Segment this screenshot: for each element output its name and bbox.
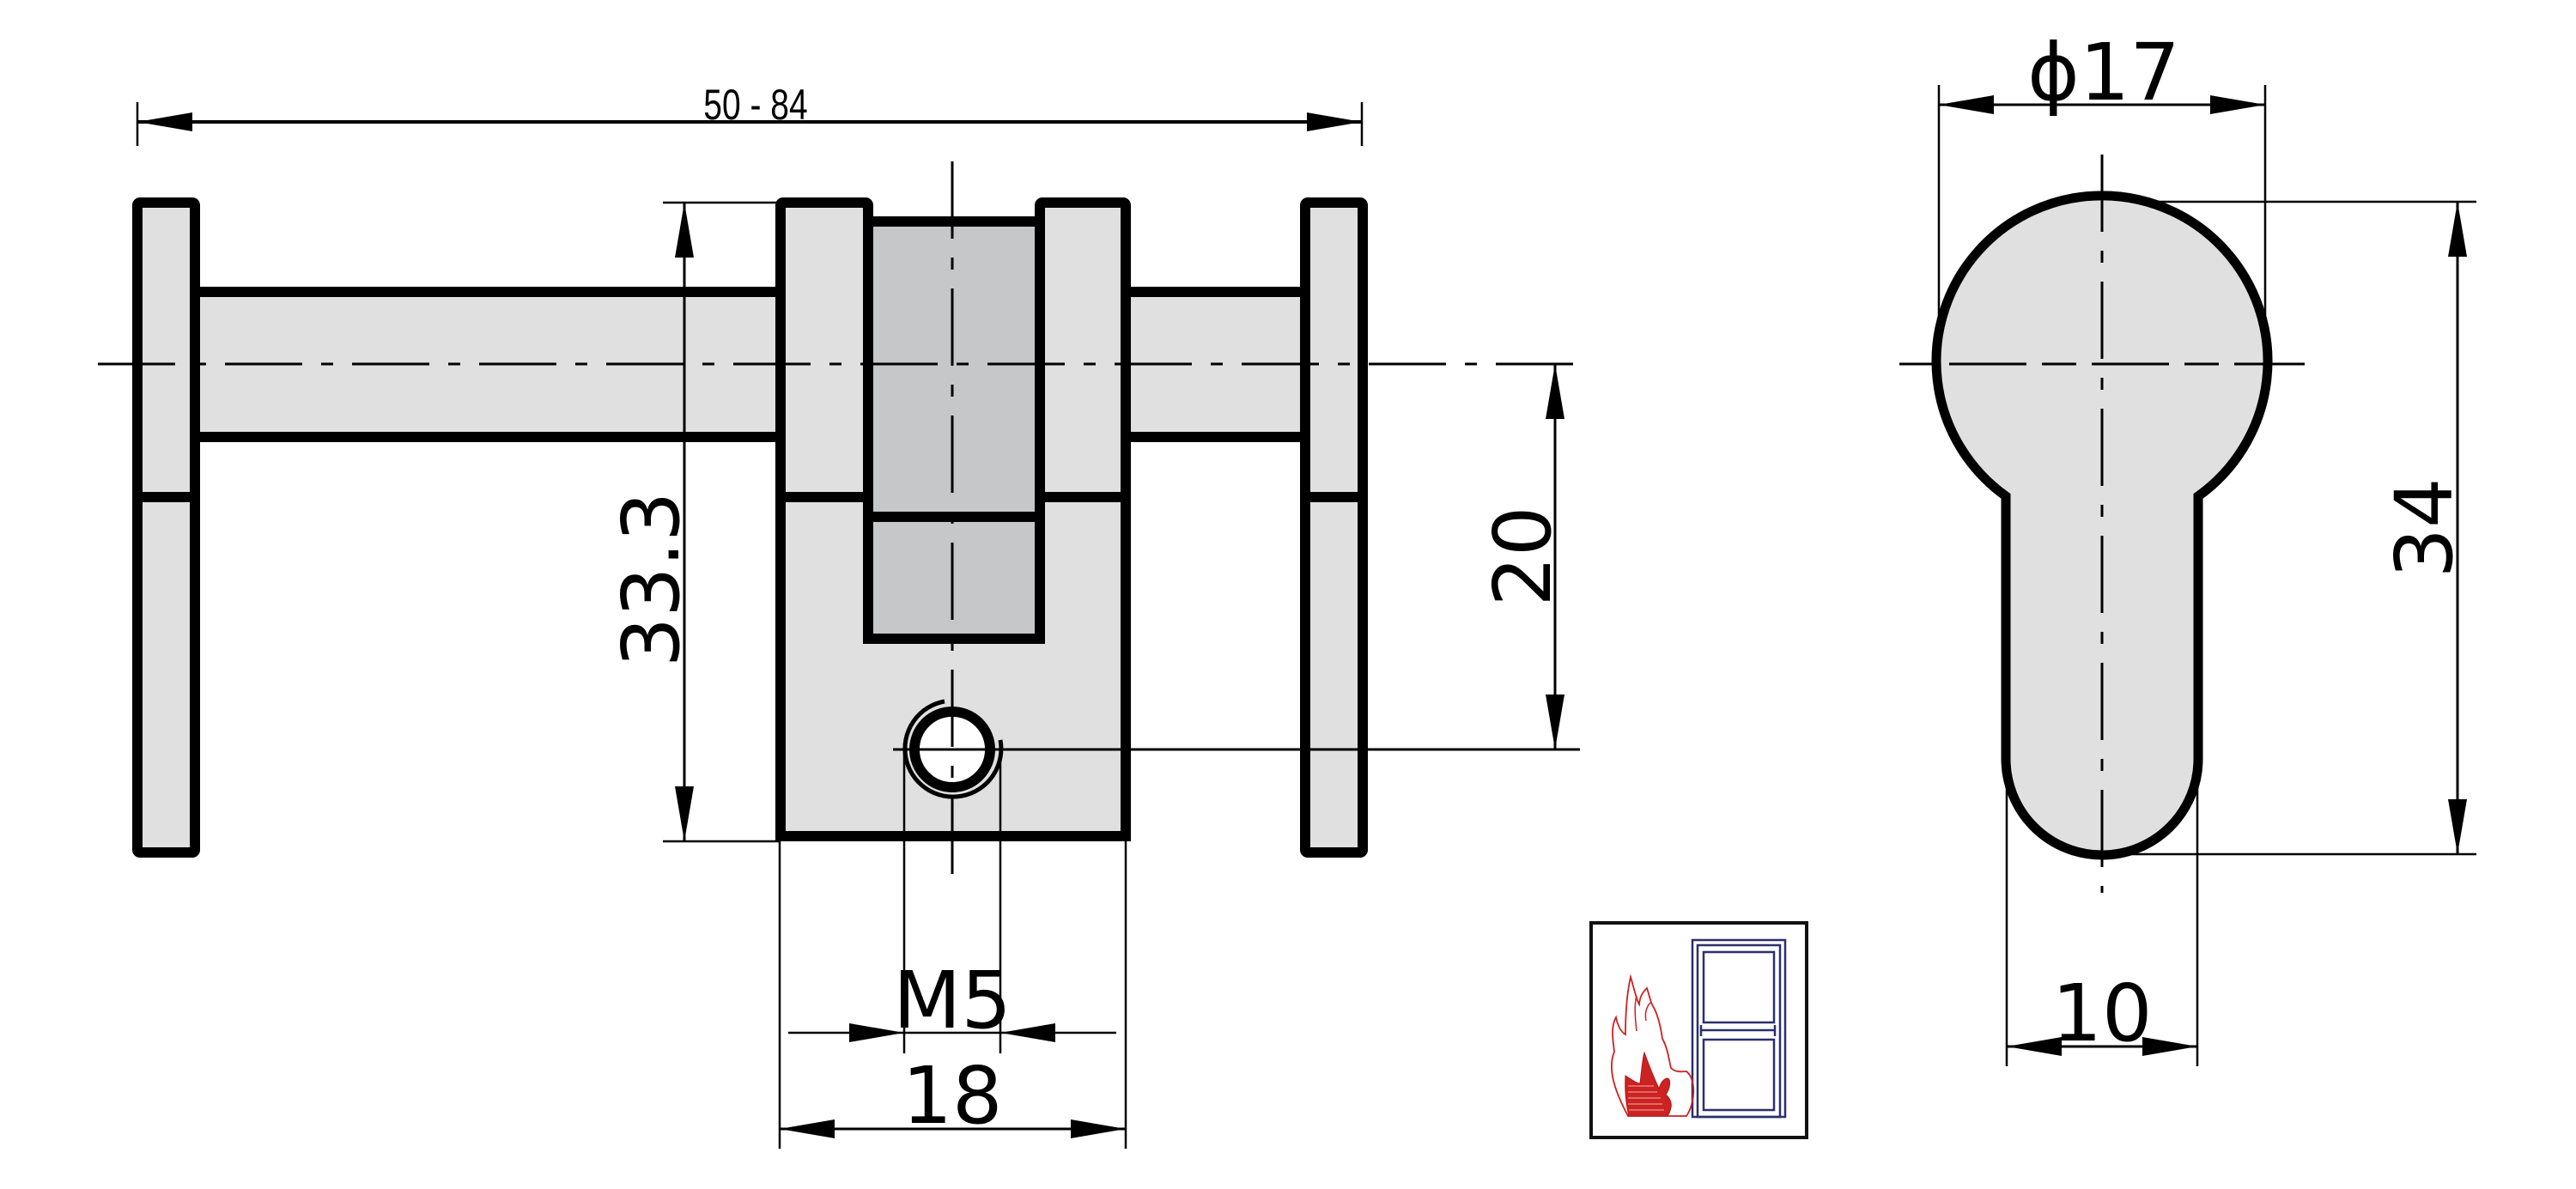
right-thumbturn-plate <box>1300 197 1368 858</box>
front-view-dimensions <box>136 102 1564 1149</box>
cylinder-right-block <box>1035 197 1131 502</box>
dim-body-width: 18 <box>902 1050 1002 1142</box>
cylinder-left-block <box>775 197 873 502</box>
side-view <box>1899 155 2305 893</box>
left-thumbturn-plate <box>132 197 200 858</box>
dim-axis-to-hole: 20 <box>1477 506 1569 606</box>
dim-thread: M5 <box>893 955 1012 1046</box>
dim-overall-length: 50 - 84 <box>703 80 807 129</box>
dim-total-height: 34 <box>2379 477 2470 578</box>
flame-core <box>1625 1051 1672 1117</box>
flame-outline <box>1611 974 1695 1117</box>
front-view <box>98 161 1580 880</box>
dim-diameter: ϕ17 <box>2027 27 2180 118</box>
side-view-dimensions <box>1937 85 2476 1066</box>
dim-height: 33.3 <box>605 492 697 668</box>
center-lines <box>98 161 1580 880</box>
dim-bottom-width: 10 <box>2051 968 2152 1059</box>
fire-door-icon <box>1589 921 1808 1139</box>
cam-insert <box>863 216 1045 644</box>
